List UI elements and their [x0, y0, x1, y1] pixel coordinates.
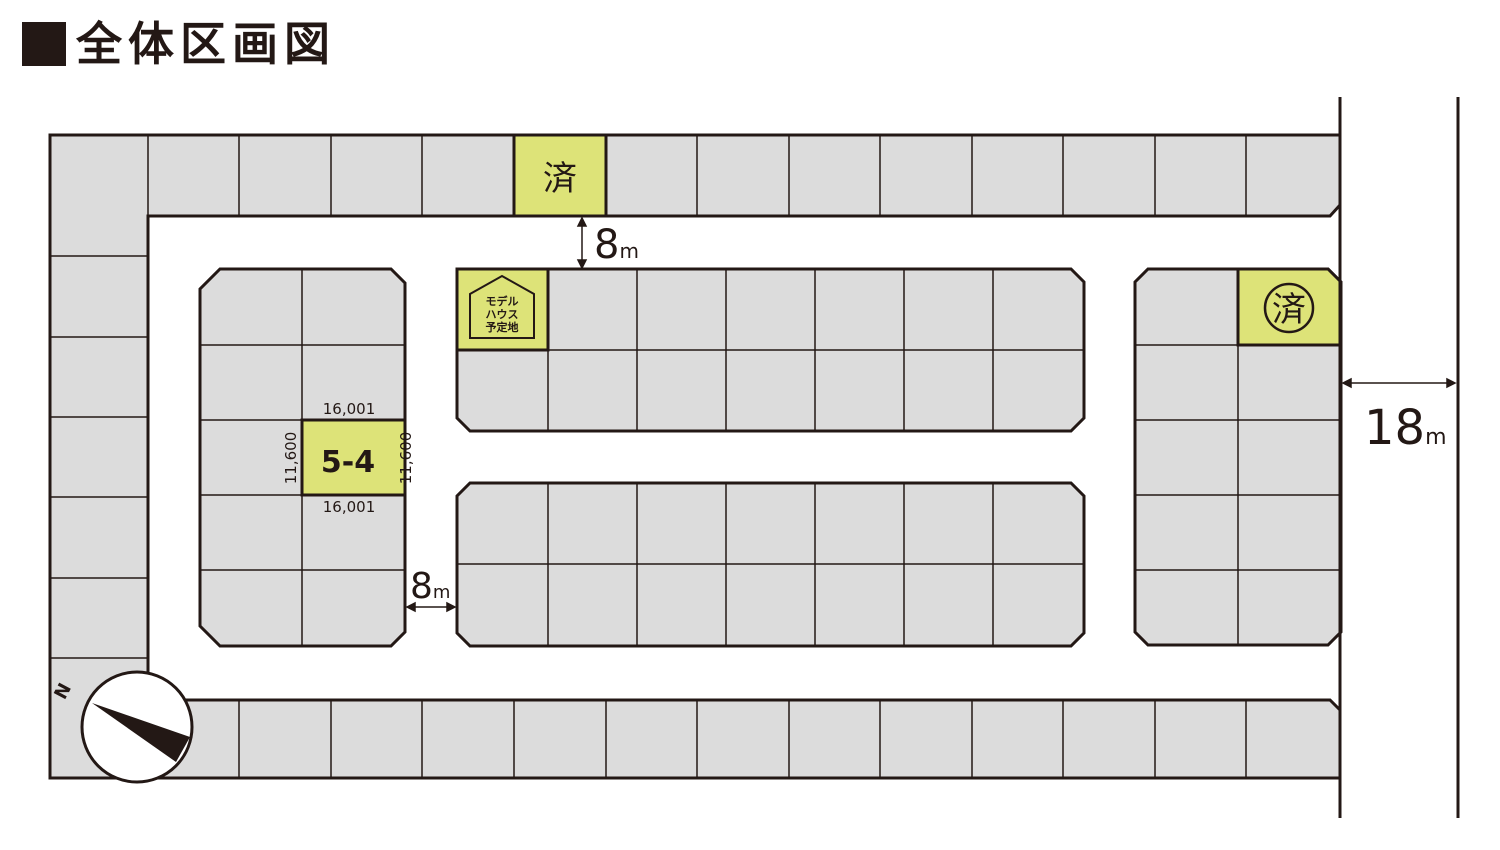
page-title: 全体区画図: [22, 14, 336, 74]
road-width-top: 8m: [594, 222, 639, 268]
model-house-line-1: モデル: [486, 294, 519, 308]
sold-label-right: 済: [1272, 290, 1306, 330]
block-middle-lower-dividers: [457, 483, 1084, 646]
lot-width-top: 16,001: [323, 400, 376, 418]
sold-lot-top[interactable]: [512, 133, 608, 218]
compass: N: [50, 670, 194, 784]
compass-needle-icon: [92, 703, 190, 762]
model-house-line-3: 予定地: [486, 320, 519, 334]
title-text: 全体区画図: [76, 17, 336, 71]
road-width-left: 8m: [410, 566, 450, 607]
model-house-lot[interactable]: [455, 267, 550, 352]
top-row-dividers: [147, 135, 1247, 216]
title-square-icon: [22, 22, 66, 66]
sold-label-top: 済: [543, 159, 577, 199]
road-width-main: 18m: [1364, 400, 1447, 456]
selected-lot-5-4[interactable]: [300, 418, 407, 497]
house-icon: [469, 274, 535, 339]
lot-depth-right: 11,600: [397, 432, 415, 485]
selected-lot-label: 5-4: [321, 445, 375, 480]
block-middle-upper-dividers: [457, 269, 1084, 431]
sold-circle-icon: [1263, 282, 1315, 334]
lot-depth-left: 11,600: [282, 432, 300, 485]
model-house-line-2: ハウス: [486, 308, 519, 321]
left-column-dividers: [50, 255, 148, 659]
lot-width-bottom: 16,001: [323, 498, 376, 516]
bottom-row-dividers: [238, 700, 1247, 778]
